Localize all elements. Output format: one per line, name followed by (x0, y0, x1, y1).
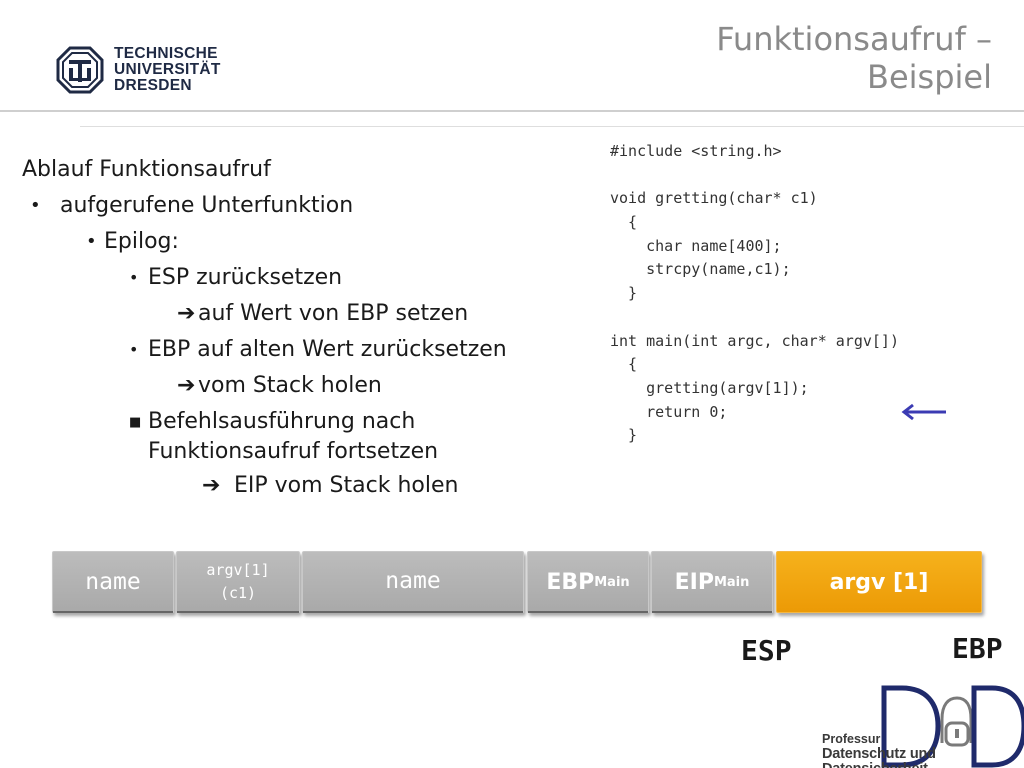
stack-block-name-buffer: name (302, 551, 524, 613)
bullet-ebp-reset-detail: ➔vom Stack holen (22, 371, 592, 401)
bullet-dot-icon: • (129, 340, 139, 359)
code-line (610, 306, 899, 330)
arrow-right-icon: ➔ (177, 373, 196, 398)
header-divider-thin (80, 126, 1024, 127)
bullet-heading: Ablauf Funktionsaufruf (22, 157, 271, 182)
bullet-esp-reset: •ESP zurücksetzen (22, 263, 592, 293)
stack-block-name: name (52, 551, 174, 613)
bullet-level2: •Epilog: (22, 227, 592, 257)
bullet-esp-reset-detail: ➔auf Wert von EBP setzen (22, 299, 592, 329)
code-line: gretting(argv[1]); (610, 378, 809, 397)
esp-pointer-label: ESP (741, 634, 792, 667)
ebp-pointer-label: EBP (952, 632, 1003, 665)
slide-title: Funktionsaufruf – Beispiel (716, 20, 992, 96)
arrow-right-icon: ➔ (202, 473, 221, 498)
code-listing: #include <string.h> void gretting(char* … (610, 140, 899, 448)
code-line: int main(int argc, char* argv[]) (610, 331, 899, 350)
bullet-continue: ■Befehlsausführung nach Funktionsaufruf … (129, 409, 439, 464)
university-name: TECHNISCHE UNIVERSITÄT DRESDEN (114, 45, 221, 94)
code-line: strcpy(name,c1); (610, 260, 791, 279)
bullet-list: Ablauf Funktionsaufruf •aufgerufene Unte… (22, 155, 592, 507)
bullet-ebp-reset: •EBP auf alten Wert zurücksetzen (22, 335, 592, 365)
tu-dresden-emblem-icon (56, 46, 104, 94)
bullet-dot-icon: • (86, 231, 97, 252)
chair-name: Professur Datenschutz und Datensicherhei… (822, 732, 936, 768)
code-line (610, 164, 899, 188)
code-line: #include <string.h> (610, 142, 782, 160)
current-line-arrow-icon (901, 403, 946, 421)
arrow-right-icon: ➔ (177, 301, 196, 326)
stack-block-argv: argv [1] (776, 551, 982, 613)
code-line: void gretting(char* c1) (610, 189, 818, 208)
bullet-continue-detail: ➔EIP vom Stack holen (22, 471, 592, 501)
tu-dresden-logo: TECHNISCHE UNIVERSITÄT DRESDEN (56, 46, 221, 94)
code-line: { (610, 213, 638, 232)
code-line: char name[400]; (610, 236, 782, 255)
header-divider (0, 110, 1024, 112)
bullet-dot-icon: • (30, 195, 41, 216)
bullet-level1: •aufgerufene Unterfunktion (22, 191, 592, 221)
code-line: return 0; (610, 402, 728, 421)
code-line: } (610, 284, 638, 303)
code-line: } (610, 426, 638, 445)
bullet-square-icon: ■ (129, 415, 142, 430)
bullet-dot-icon: • (129, 268, 139, 287)
stack-block-argv1-c1: argv[1] (c1) (176, 551, 300, 613)
code-line: { (610, 355, 638, 374)
